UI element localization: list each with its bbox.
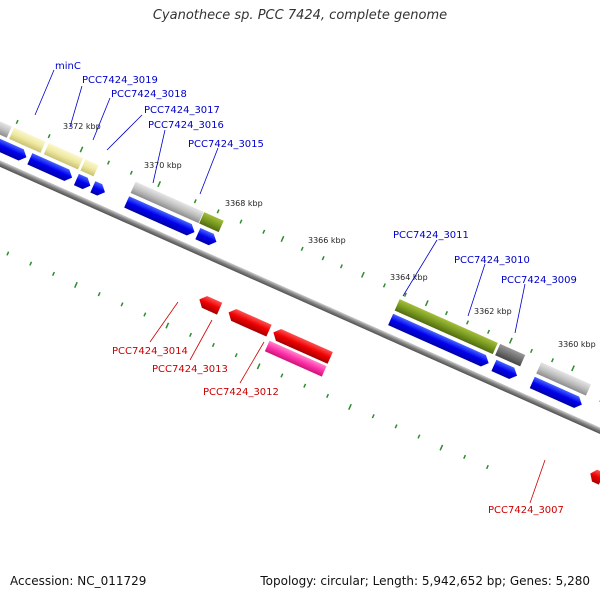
map-title: Cyanothece sp. PCC 7424, complete genome bbox=[152, 8, 448, 23]
gene-label-forward: PCC7424_3019 bbox=[82, 75, 158, 86]
cds-arrow-forward bbox=[194, 227, 218, 246]
kbp-label: 3360 kbp bbox=[558, 340, 596, 349]
tick-row-upper bbox=[15, 119, 575, 372]
cds-arrow-reverse bbox=[227, 308, 273, 338]
topology-text: Topology: circular; Length: 5,942,652 bp… bbox=[260, 574, 590, 588]
gene-label-forward: PCC7424_3017 bbox=[144, 105, 220, 116]
kbp-labels: 3372 kbp 3370 kbp 3368 kbp 3366 kbp 3364… bbox=[63, 122, 596, 349]
feature-block bbox=[393, 298, 499, 355]
feature-block bbox=[43, 142, 84, 171]
gene-label-forward: PCC7424_3016 bbox=[148, 120, 224, 131]
cds-arrow-forward bbox=[123, 195, 196, 237]
gene-label-forward: PCC7424_3009 bbox=[501, 275, 577, 286]
forward-gene-labels: minC PCC7424_3019 PCC7424_3018 PCC7424_3… bbox=[55, 61, 577, 286]
forward-label-leaders bbox=[34, 69, 526, 334]
gene-label-reverse: PCC7424_3012 bbox=[203, 387, 279, 398]
tick-row-lower bbox=[6, 251, 489, 470]
cds-arrow-reverse bbox=[198, 295, 224, 316]
accession-text: Accession: NC_011729 bbox=[10, 574, 147, 588]
kbp-label: 3372 kbp bbox=[63, 122, 101, 131]
cds-arrow-forward bbox=[26, 152, 73, 182]
kbp-label: 3364 kbp bbox=[390, 273, 428, 282]
gene-label-reverse: PCC7424_3013 bbox=[152, 364, 228, 375]
cds-arrow-reverse bbox=[589, 469, 600, 486]
gene-label-reverse: PCC7424_3014 bbox=[112, 346, 188, 357]
feature-block bbox=[535, 361, 592, 397]
gene-label-reverse: PCC7424_3007 bbox=[488, 505, 564, 516]
cds-arrow-forward bbox=[528, 376, 583, 409]
gene-label-forward: PCC7424_3011 bbox=[393, 230, 469, 241]
kbp-label: 3362 kbp bbox=[474, 307, 512, 316]
gene-label-forward: PCC7424_3018 bbox=[111, 89, 187, 100]
reverse-gene-labels: PCC7424_3014 PCC7424_3013 PCC7424_3012 P… bbox=[112, 346, 564, 516]
feature-block bbox=[8, 126, 47, 154]
reverse-label-leaders bbox=[149, 301, 546, 504]
feature-block bbox=[198, 211, 225, 233]
feature-block-magenta bbox=[264, 339, 328, 378]
gene-label-forward: PCC7424_3010 bbox=[454, 255, 530, 266]
kbp-label: 3370 kbp bbox=[144, 161, 182, 170]
feature-block bbox=[0, 118, 13, 139]
cds-reverse-row bbox=[198, 295, 600, 486]
cds-arrow-forward bbox=[89, 180, 106, 197]
feature-block bbox=[79, 158, 100, 178]
cds-arrow-forward bbox=[73, 173, 92, 190]
gene-label-forward: PCC7424_3015 bbox=[188, 139, 264, 150]
cds-arrow-forward bbox=[0, 133, 28, 162]
feature-block bbox=[494, 343, 526, 368]
feature-row-upper bbox=[0, 118, 600, 417]
gene-label-forward: minC bbox=[55, 61, 81, 72]
kbp-label: 3366 kbp bbox=[308, 236, 346, 245]
cds-arrow-forward bbox=[387, 312, 490, 368]
cds-forward-row bbox=[0, 133, 583, 409]
cds-arrow-forward bbox=[490, 358, 518, 380]
kbp-label: 3368 kbp bbox=[225, 199, 263, 208]
genome-backbone bbox=[0, 107, 600, 479]
cds-arrow-reverse bbox=[272, 328, 334, 365]
